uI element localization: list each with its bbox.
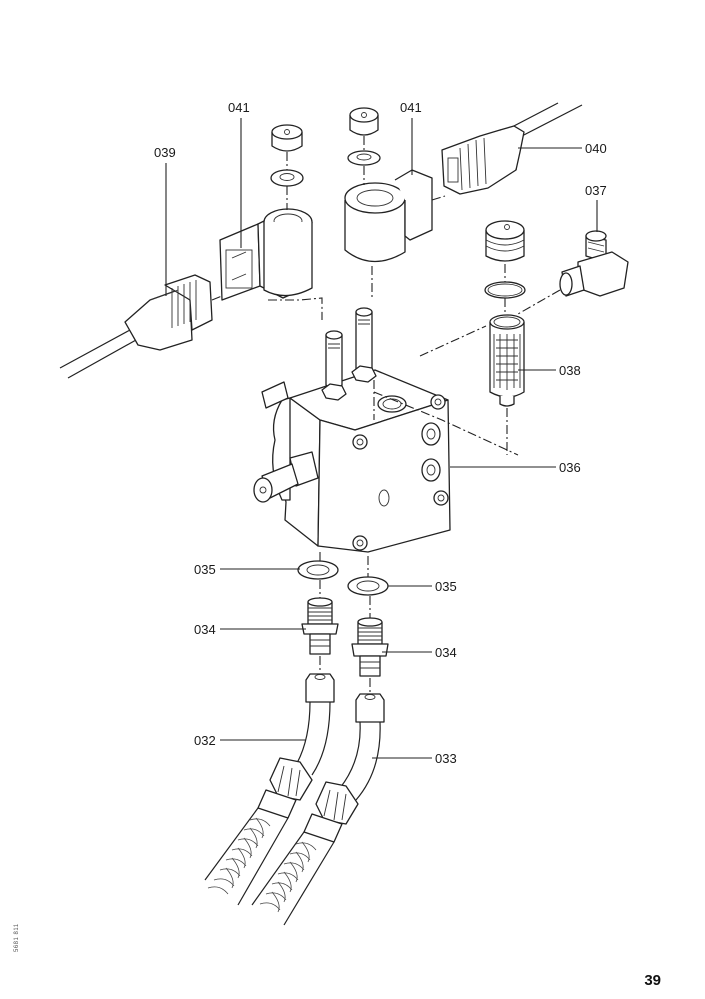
- callout-032: 032: [194, 733, 216, 748]
- page-number: 39: [644, 972, 661, 989]
- callout-036: 036: [559, 460, 581, 475]
- oil-pump-036: [253, 307, 519, 582]
- solenoid-coil-041-right: [344, 107, 446, 300]
- callout-035-left: 035: [194, 562, 216, 577]
- filter-cap: [484, 220, 526, 316]
- callout-041-right: 041: [400, 100, 422, 115]
- leader-lines: [165, 118, 598, 759]
- callout-037: 037: [585, 183, 607, 198]
- elbow-fitting-037: [517, 230, 629, 315]
- callout-041-left: 041: [228, 100, 250, 115]
- threaded-nipple-034-left: [301, 580, 339, 672]
- threaded-nipple-034-right: [351, 596, 389, 692]
- callout-038: 038: [559, 363, 581, 378]
- oil-hose-032: [204, 673, 335, 906]
- plug-connector-040: [441, 102, 583, 195]
- oil-filter-038: [489, 314, 525, 455]
- callout-040: 040: [585, 141, 607, 156]
- solenoid-coil-041-left: [219, 124, 323, 320]
- plug-connector-039: [59, 274, 223, 379]
- callout-039: 039: [154, 145, 176, 160]
- sealing-ring-035-left: [297, 560, 339, 580]
- oil-hose-033: [251, 693, 385, 926]
- callout-035-right: 035: [435, 579, 457, 594]
- callout-034-left: 034: [194, 622, 216, 637]
- drawing-code: 5681 811: [14, 923, 20, 952]
- sealing-ring-035-right: [347, 576, 389, 596]
- callout-033: 033: [435, 751, 457, 766]
- callout-034-right: 034: [435, 645, 457, 660]
